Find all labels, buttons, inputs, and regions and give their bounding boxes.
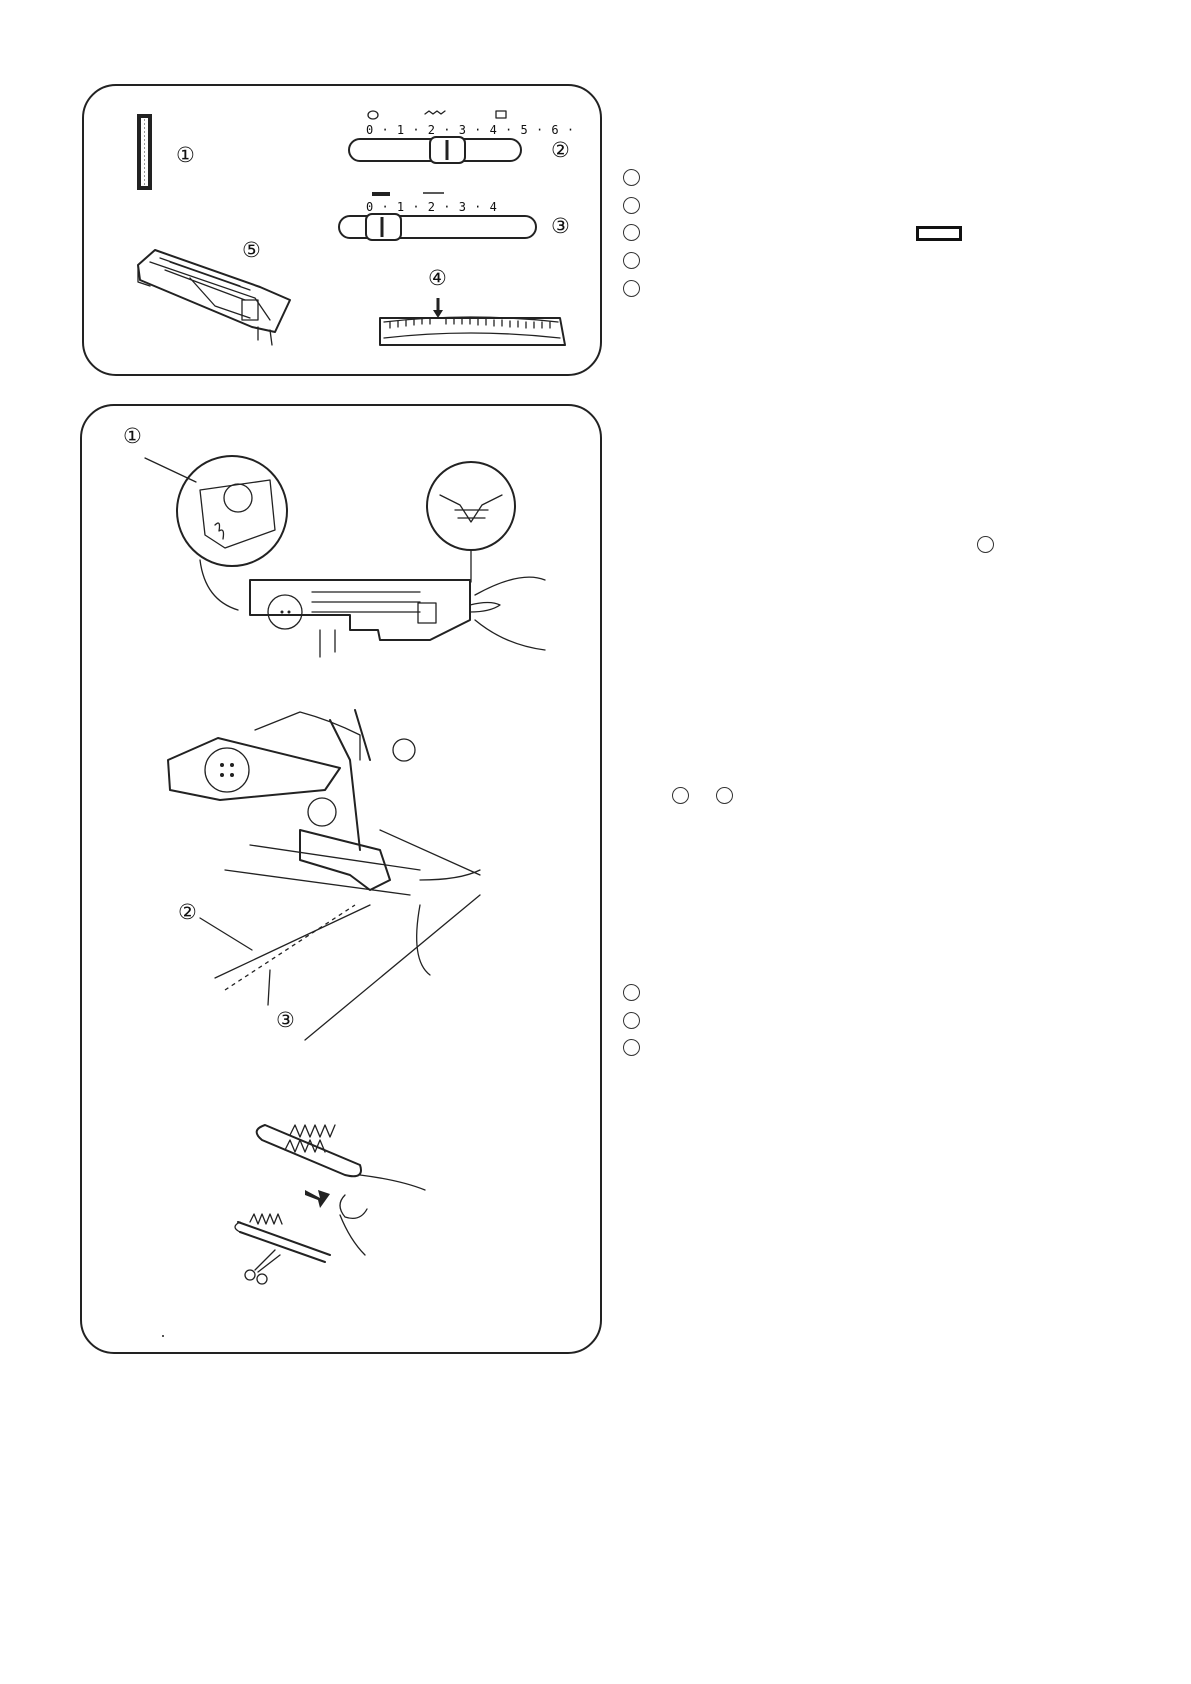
- settings-marker-5: [623, 280, 640, 297]
- buttonhole-cutting-illustration: [234, 1124, 426, 1285]
- pattern-callout: ①: [176, 143, 195, 167]
- step-marker-d: [623, 984, 640, 1001]
- stitch-length-callout: ③: [551, 214, 570, 238]
- step-marker-e: [623, 1012, 640, 1029]
- settings-marker-2: [623, 197, 640, 214]
- fabric-callout: ②: [178, 900, 197, 924]
- sewing-foot-illustration: [167, 709, 481, 1041]
- buttonhole-symbol-icon: [916, 226, 962, 241]
- steps-panel: [80, 404, 602, 1354]
- tension-callout: ④: [428, 266, 447, 290]
- tension-dial: [379, 298, 566, 346]
- stitch-width-scale: 0 · 1 · 2 · 3 · 4 · 5 · 6 ·: [366, 123, 575, 137]
- presser-foot-callout: ⑤: [242, 238, 261, 262]
- settings-marker-1: [623, 169, 640, 186]
- stitch-length-slider: [338, 192, 537, 241]
- stitch-width-callout: ②: [551, 138, 570, 162]
- stitch-width-slider: [348, 110, 522, 164]
- buttonhole-pattern-icon: [137, 114, 152, 190]
- stray-dot: [162, 1335, 164, 1337]
- stitch-length-scale: 0 · 1 · 2 · 3 · 4: [366, 200, 498, 214]
- step-marker-b: [672, 787, 689, 804]
- settings-marker-3: [623, 224, 640, 241]
- buttonhole-line-callout: ③: [276, 1008, 295, 1032]
- settings-panel: [82, 84, 602, 376]
- buttonhole-foot-icon: [137, 249, 291, 346]
- button-holder-illustration: [144, 455, 546, 658]
- step-marker-a: [977, 536, 994, 553]
- step-marker-c: [716, 787, 733, 804]
- step-marker-f: [623, 1039, 640, 1056]
- button-holder-callout: ①: [123, 424, 142, 448]
- settings-marker-4: [623, 252, 640, 269]
